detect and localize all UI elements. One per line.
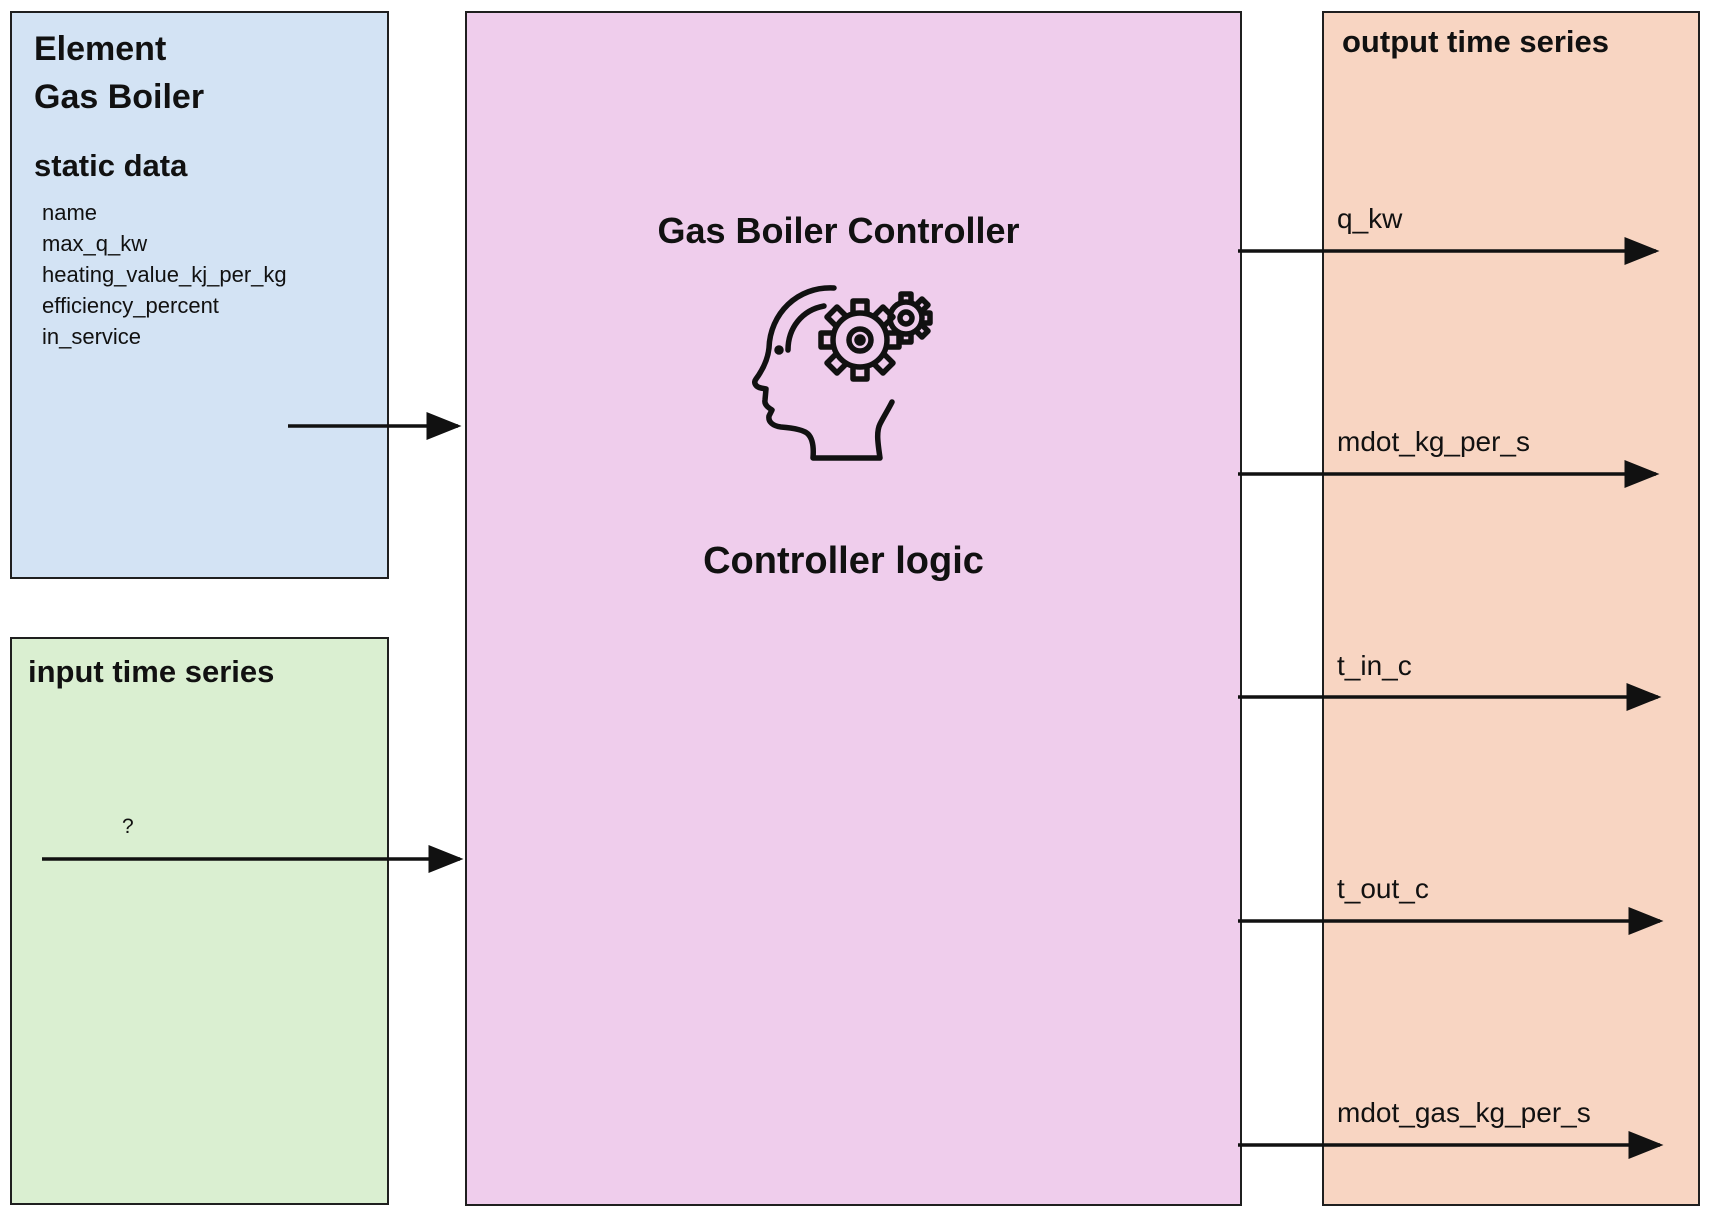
element-title-line1: Element: [34, 30, 167, 68]
controller-logic-label: Controller logic: [703, 540, 984, 582]
static-data-heading: static data: [34, 148, 188, 183]
output-signal-t-out-c: t_out_c: [1337, 873, 1429, 904]
static-field-heating-value: heating_value_kj_per_kg: [42, 262, 287, 287]
output-signal-mdot-gas-kg-per-s: mdot_gas_kg_per_s: [1337, 1097, 1591, 1128]
brain-gear-icon: [752, 285, 933, 461]
output-time-series-box: [1322, 11, 1700, 1206]
input-time-series-box: [10, 637, 389, 1205]
static-field-efficiency: efficiency_percent: [42, 293, 219, 318]
element-title-line2: Gas Boiler: [34, 78, 205, 116]
input-time-series-heading: input time series: [28, 654, 275, 689]
output-signal-mdot-kg-per-s: mdot_kg_per_s: [1337, 426, 1531, 457]
static-field-max-q-kw: max_q_kw: [42, 231, 148, 256]
static-field-in-service: in_service: [42, 324, 142, 349]
static-field-name: name: [42, 200, 98, 225]
output-time-series-heading: output time series: [1342, 24, 1609, 59]
output-signal-t-in-c: t_in_c: [1337, 650, 1412, 681]
output-signal-q-kw: q_kw: [1337, 203, 1403, 234]
controller-title: Gas Boiler Controller: [657, 210, 1020, 251]
static-data-box: [10, 11, 389, 579]
controller-box: [465, 11, 1242, 1206]
input-signal-label: ?: [122, 815, 134, 838]
